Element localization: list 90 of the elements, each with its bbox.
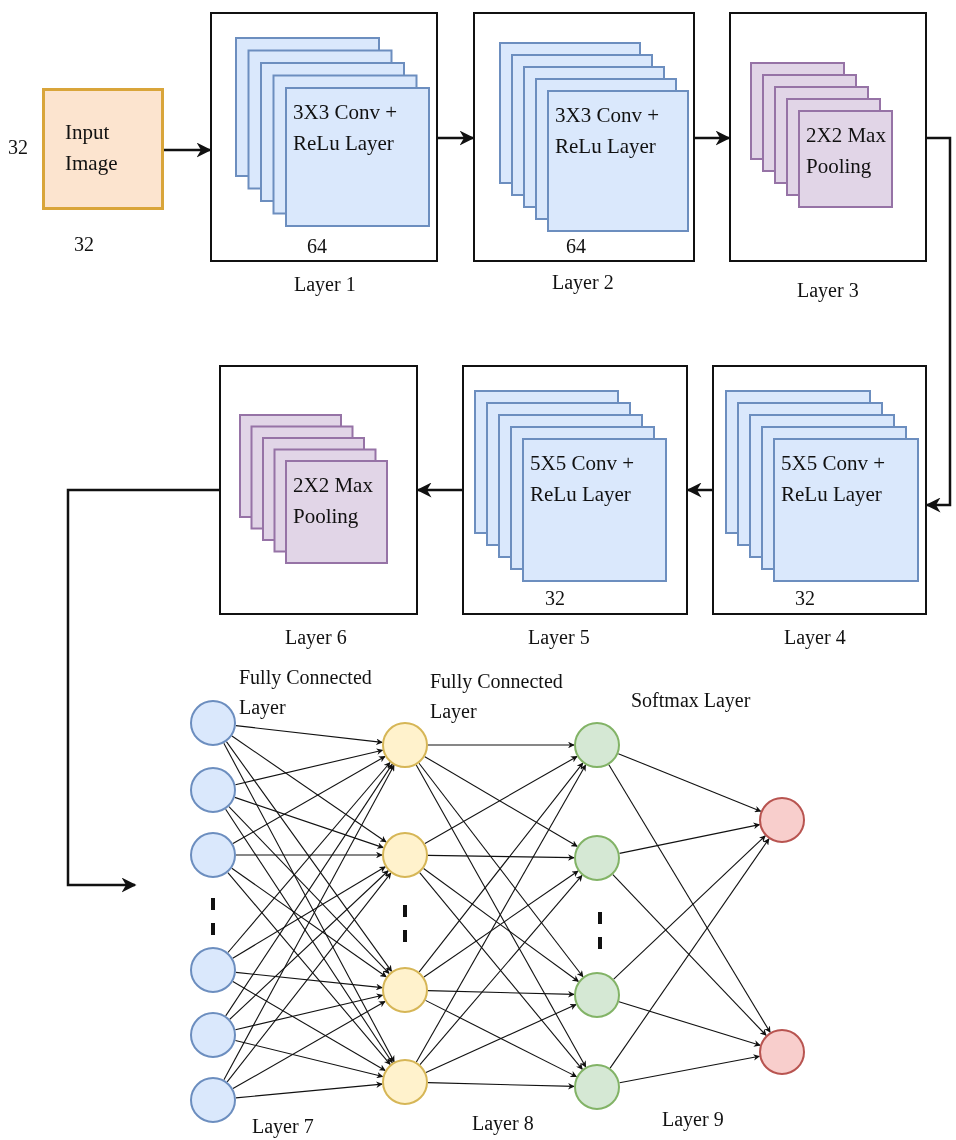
layer-caption: Layer 7: [252, 1114, 314, 1138]
connection-arrow: [234, 796, 384, 849]
layer-caption: Layer 6: [285, 625, 347, 649]
neuron-circle: [574, 972, 620, 1018]
connection-arrow: [228, 806, 390, 974]
dimension-label: 32: [795, 586, 815, 610]
connection-arrow: [235, 851, 383, 859]
layer-caption: Layer 1: [294, 272, 356, 296]
neuron-circle: [574, 1064, 620, 1110]
dimension-label: 32: [74, 232, 94, 256]
connection-arrow: [234, 1039, 384, 1079]
layer-description: 5X5 Conv + ReLu Layer: [781, 450, 886, 508]
layer-box: [473, 12, 695, 262]
neuron-circle: [190, 700, 236, 746]
layer-caption: Layer 2: [552, 270, 614, 294]
connection-arrow: [232, 755, 386, 845]
connection-arrow: [232, 981, 386, 1071]
connection-arrow: [225, 808, 393, 1064]
dimension-label: 32: [8, 135, 28, 159]
connection-arrow: [235, 971, 383, 991]
convolution-stack: [725, 390, 919, 582]
dimension-label: 64: [307, 234, 327, 258]
connection-arrow: [427, 741, 575, 749]
connection-arrow: [235, 725, 383, 745]
connection-arrow: [227, 761, 391, 954]
column-heading: Fully Connected Layer: [239, 665, 373, 721]
neuron-circle: [190, 767, 236, 813]
layer-description: 3X3 Conv + ReLu Layer: [293, 99, 398, 157]
convolution-stack: [499, 42, 689, 232]
connection-arrow: [613, 835, 766, 980]
connection-arrow: [234, 748, 384, 786]
flow-arrow: [695, 130, 731, 146]
flow-arrow: [66, 488, 219, 893]
connection-arrow: [225, 741, 393, 972]
connection-arrow: [234, 993, 384, 1031]
flow-arrow: [438, 130, 475, 146]
connection-arrow: [618, 1001, 761, 1047]
dimension-label: 64: [566, 234, 586, 258]
pooling-stack: [239, 414, 388, 564]
layer-description: 2X2 Max Pooling: [806, 122, 887, 180]
dimension-label: 32: [545, 586, 565, 610]
connection-arrow: [232, 866, 386, 959]
connection-arrow: [235, 1081, 383, 1099]
pooling-stack: [750, 62, 893, 208]
connection-arrow: [619, 822, 761, 854]
layer-box: [729, 12, 927, 262]
layer-caption: Layer 9: [662, 1107, 724, 1131]
neuron-circle: [190, 832, 236, 878]
convolution-stack: [474, 390, 667, 582]
neuron-circle: [382, 967, 428, 1013]
connection-arrow: [427, 990, 575, 998]
connection-arrow: [427, 854, 575, 861]
input-label: Input Image: [65, 119, 119, 177]
connection-arrow: [231, 867, 387, 978]
neuron-circle: [382, 722, 428, 768]
flow-arrow: [164, 142, 212, 158]
neuron-circle: [190, 1012, 236, 1058]
connection-arrow: [617, 753, 762, 813]
neuron-circle: [190, 947, 236, 993]
column-heading: Fully Connected Layer: [430, 669, 564, 725]
layer-description: 2X2 Max Pooling: [293, 472, 374, 530]
connection-arrow: [229, 870, 389, 1020]
neuron-circle: [574, 722, 620, 768]
layer-caption: Layer 3: [797, 278, 859, 302]
convolution-stack: [235, 37, 430, 227]
neuron-circle: [574, 835, 620, 881]
connection-arrow: [232, 1000, 386, 1090]
layer-caption: Layer 5: [528, 625, 590, 649]
layer-caption: Layer 4: [784, 625, 846, 649]
connection-arrow: [609, 838, 770, 1069]
connection-arrow: [608, 764, 771, 1033]
neuron-circle: [759, 1029, 805, 1075]
neuron-circle: [759, 797, 805, 843]
connection-arrow: [427, 1082, 575, 1090]
input-image-box: [42, 88, 164, 210]
layer-description: 5X5 Conv + ReLu Layer: [530, 450, 635, 508]
neuron-circle: [190, 1077, 236, 1123]
layer-caption: Layer 8: [472, 1111, 534, 1135]
layer-box: [462, 365, 688, 615]
connection-arrow: [612, 874, 767, 1036]
layer-description: 3X3 Conv + ReLu Layer: [555, 102, 660, 160]
connection-arrow: [225, 763, 393, 1017]
layer-box: [219, 365, 418, 615]
column-heading: Softmax Layer: [631, 688, 752, 714]
connection-arrow: [619, 1054, 761, 1084]
connection-arrow: [231, 735, 387, 843]
layer-box: [712, 365, 927, 615]
neuron-circle: [382, 832, 428, 878]
neuron-circle: [382, 1059, 428, 1105]
layer-box: [210, 12, 438, 262]
